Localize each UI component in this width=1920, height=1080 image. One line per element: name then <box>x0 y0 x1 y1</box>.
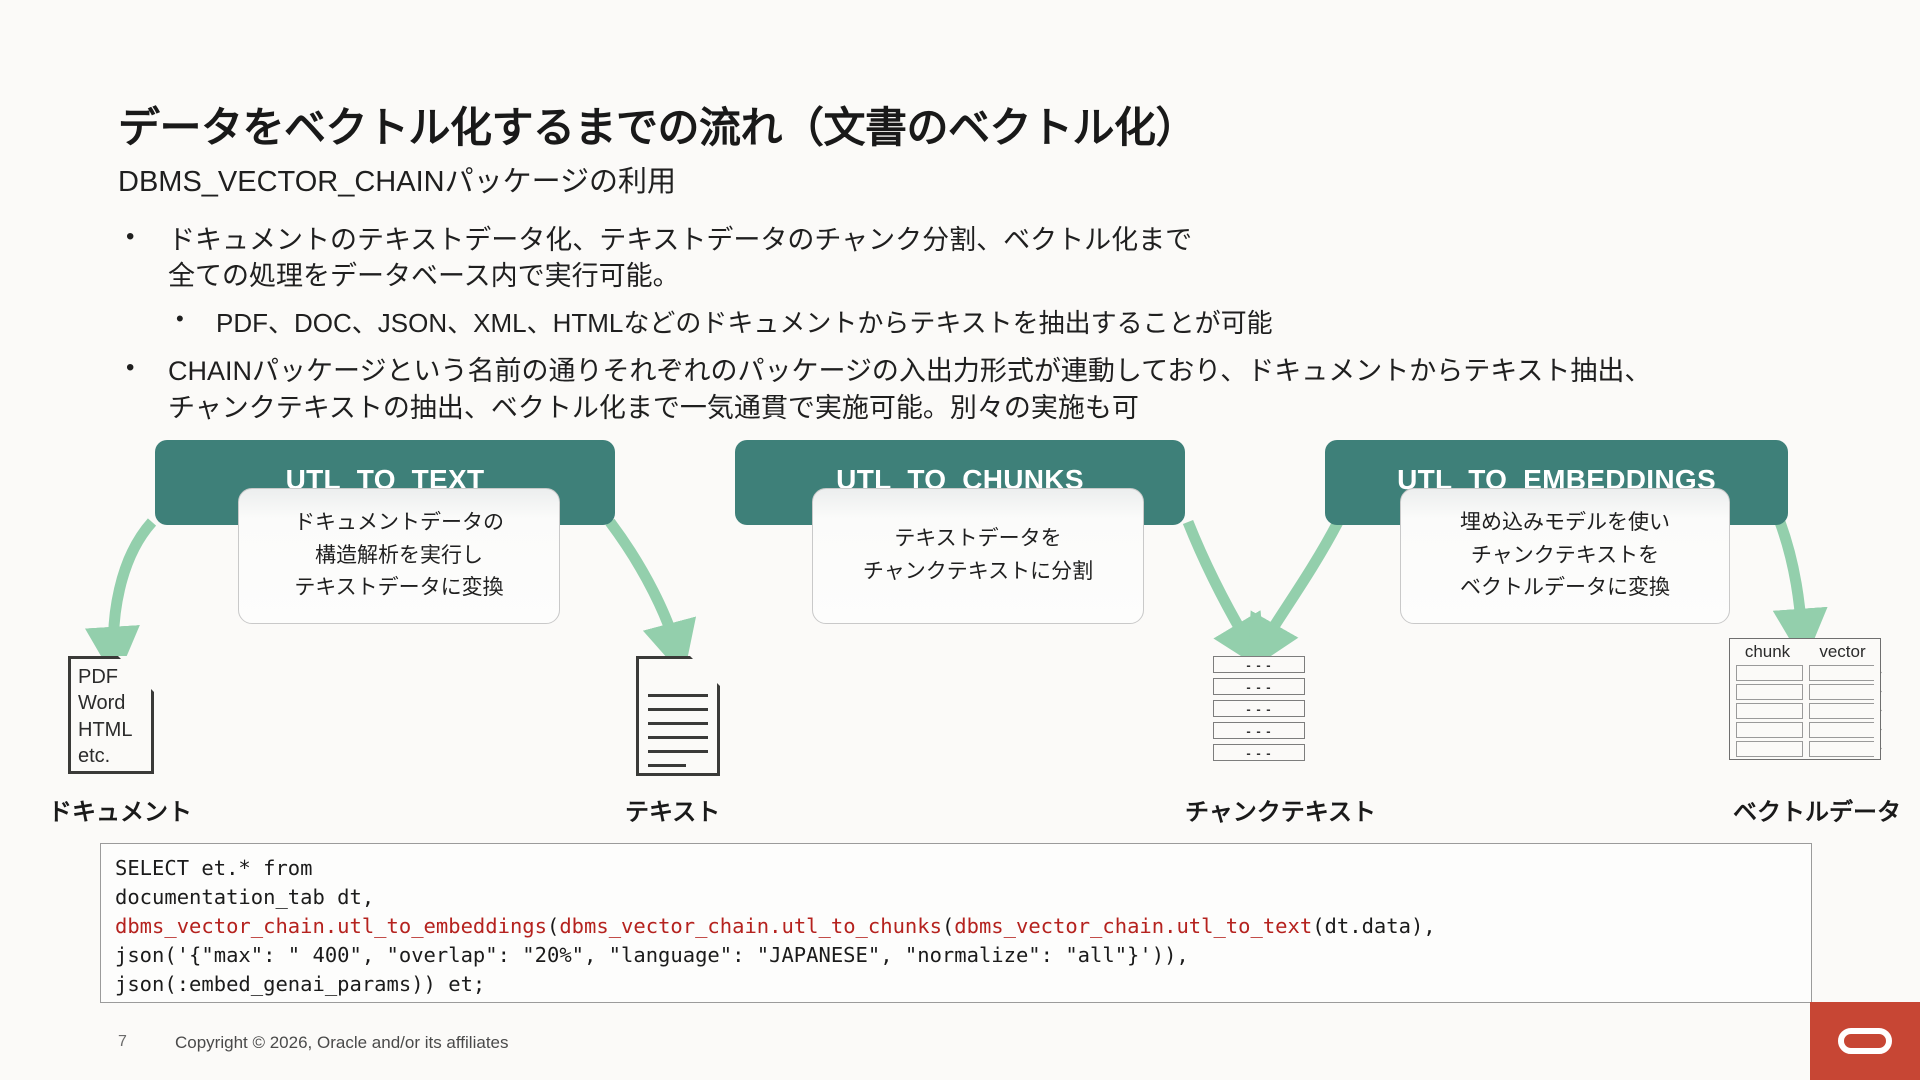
vector-table-row <box>1730 703 1880 719</box>
chunk-box: - - - <box>1213 678 1305 695</box>
chunk-dash: - - - <box>1246 701 1272 716</box>
code-token-highlighted: dbms_vector_chain.utl_to_text <box>954 914 1313 939</box>
code-token-highlighted: dbms_vector_chain.utl_to_chunks <box>559 914 942 939</box>
callout-line: ベクトルデータに変換 <box>1460 576 1670 600</box>
vector-cell-chunk <box>1736 741 1803 757</box>
page-title: データをベクトル化するまでの流れ（文書のベクトル化） <box>118 104 1198 151</box>
bullet-line: CHAINパッケージという名前の通りそれぞれのパッケージの入出力形式が連動してお… <box>168 356 1652 387</box>
bullet-marker: • <box>176 305 184 331</box>
page-subtitle: DBMS_VECTOR_CHAINパッケージの利用 <box>118 166 677 198</box>
chunk-dash: - - - <box>1246 745 1272 760</box>
artifact-caption-text: テキスト <box>625 799 721 826</box>
artifact-caption-document: ドキュメント <box>48 799 192 826</box>
vector-table-column-chunk: chunk <box>1744 642 1791 661</box>
callout-line: 構造解析を実行し <box>315 543 483 567</box>
vector-cell-chunk <box>1736 665 1803 681</box>
stage-callout-utl-to-text: ドキュメントデータの 構造解析を実行し テキストデータに変換 <box>238 488 560 624</box>
document-icon-line: PDF <box>78 666 118 688</box>
arrow-to-chunks-left <box>1182 519 1266 672</box>
chunk-box: - - - <box>1213 722 1305 739</box>
chunk-dash: - - - <box>1246 723 1272 738</box>
vector-cell-vector <box>1808 722 1874 738</box>
document-icon-line: etc. <box>78 745 111 768</box>
code-token: json(:embed_genai_params)) et; <box>115 972 486 997</box>
vector-cell-vector <box>1808 741 1874 757</box>
arrow-to-chunks-right <box>1247 519 1343 672</box>
callout-line: ドキュメントデータの <box>294 511 504 535</box>
oracle-logo <box>1810 1002 1920 1080</box>
vector-cell-vector <box>1808 684 1874 700</box>
bullet-line: ドキュメントのテキストデータ化、テキストデータのチャンク分割、ベクトル化まで <box>168 225 1193 255</box>
code-token-highlighted: dbms_vector_chain.utl_to_embeddings <box>115 914 547 939</box>
code-token: ( <box>941 914 955 939</box>
chunk-dash: - - - <box>1246 679 1272 694</box>
text-document-icon <box>636 656 720 776</box>
code-line: SELECT et.* from <box>115 854 1797 883</box>
bullet-list: • ドキュメントのテキストデータ化、テキストデータのチャンク分割、ベクトル化まで… <box>118 222 1818 430</box>
document-icon-text: PDF Word HTML etc. <box>78 664 132 770</box>
chunk-stack-icon: - - - - - - - - - - - - - - - <box>1213 656 1305 766</box>
vector-table-header: chunk vector <box>1730 639 1880 665</box>
vector-cell-chunk <box>1736 722 1803 738</box>
code-line: dbms_vector_chain.utl_to_embeddings(dbms… <box>115 912 1797 941</box>
bullet-item-3: • CHAINパッケージという名前の通りそれぞれのパッケージの入出力形式が連動し… <box>118 353 1818 426</box>
artifact-caption-chunk-text: チャンクテキスト <box>1185 799 1377 826</box>
vector-table-row <box>1730 665 1880 681</box>
copyright-text: Copyright © 2026, Oracle and/or its affi… <box>175 1033 509 1052</box>
vector-table-icon: chunk vector <box>1729 638 1881 760</box>
vector-table-column-vector: vector <box>1819 642 1866 661</box>
bullet-item-1: • ドキュメントのテキストデータ化、テキストデータのチャンク分割、ベクトル化まで… <box>118 222 1818 295</box>
bullet-line: PDF、DOC、JSON、XML、HTMLなどのドキュメントからテキストを抽出す… <box>216 307 1273 338</box>
chunk-box: - - - <box>1213 700 1305 717</box>
stage-callout-utl-to-chunks: テキストデータを チャンクテキストに分割 <box>812 488 1144 624</box>
code-token: SELECT et.* from <box>115 856 313 880</box>
code-token: (dt.data), <box>1312 914 1436 939</box>
code-line: json('{"max": " 400", "overlap": "20%", … <box>115 941 1797 970</box>
vector-cell-vector <box>1808 703 1874 719</box>
process-flow-diagram: UTL_TO_TEXT ドキュメントデータの 構造解析を実行し テキストデータに… <box>0 440 1920 830</box>
page-number: 7 <box>118 1033 127 1050</box>
callout-line: 埋め込みモデルを使い <box>1460 511 1670 535</box>
artifact-caption-vector-data: ベクトルデータ <box>1733 799 1901 826</box>
code-line: json(:embed_genai_params)) et; <box>115 970 1797 999</box>
chunk-box: - - - <box>1213 744 1305 761</box>
bullet-line: チャンクテキストの抽出、ベクトル化まで一気通貫で実施可能。別々の実施も可 <box>168 392 1139 423</box>
bullet-item-2: • PDF、DOC、JSON、XML、HTMLなどのドキュメントからテキストを抽… <box>118 305 1818 341</box>
code-token: json('{"max": " 400", "overlap": "20%", … <box>115 943 1189 968</box>
vector-cell-chunk <box>1736 684 1803 700</box>
document-icon-line: HTML <box>78 718 133 741</box>
arrow-to-text <box>605 518 697 677</box>
vector-table-row <box>1730 722 1880 738</box>
vector-cell-chunk <box>1736 703 1803 719</box>
code-token: ( <box>546 914 560 939</box>
text-document-icon-fold <box>690 656 720 686</box>
bullet-marker: • <box>126 223 135 250</box>
oracle-logo-ring <box>1838 1028 1892 1054</box>
document-icon-line: Word <box>78 692 126 715</box>
vector-table-row <box>1730 741 1880 757</box>
stage-callout-utl-to-embeddings: 埋め込みモデルを使い チャンクテキストを ベクトルデータに変換 <box>1400 488 1730 624</box>
chunk-box: - - - <box>1213 656 1305 673</box>
code-token: documentation_tab dt, <box>115 885 375 910</box>
callout-line: テキストデータを <box>894 527 1062 551</box>
callout-line: チャンクテキストを <box>1470 543 1660 567</box>
bullet-marker: • <box>126 354 135 382</box>
code-line: documentation_tab dt, <box>115 883 1797 912</box>
bullet-line: 全ての処理をデータベース内で実行可能。 <box>168 261 680 292</box>
vector-cell-vector <box>1808 665 1874 681</box>
vector-table-row <box>1730 684 1880 700</box>
arrow-to-vector <box>1772 520 1828 664</box>
chunk-dash: - - - <box>1246 657 1272 672</box>
document-icon: PDF Word HTML etc. <box>68 656 154 774</box>
arrow-to-document <box>84 518 157 682</box>
document-icon-fold <box>118 656 154 692</box>
callout-line: チャンクテキストに分割 <box>862 560 1094 583</box>
callout-line: テキストデータに変換 <box>294 576 504 600</box>
